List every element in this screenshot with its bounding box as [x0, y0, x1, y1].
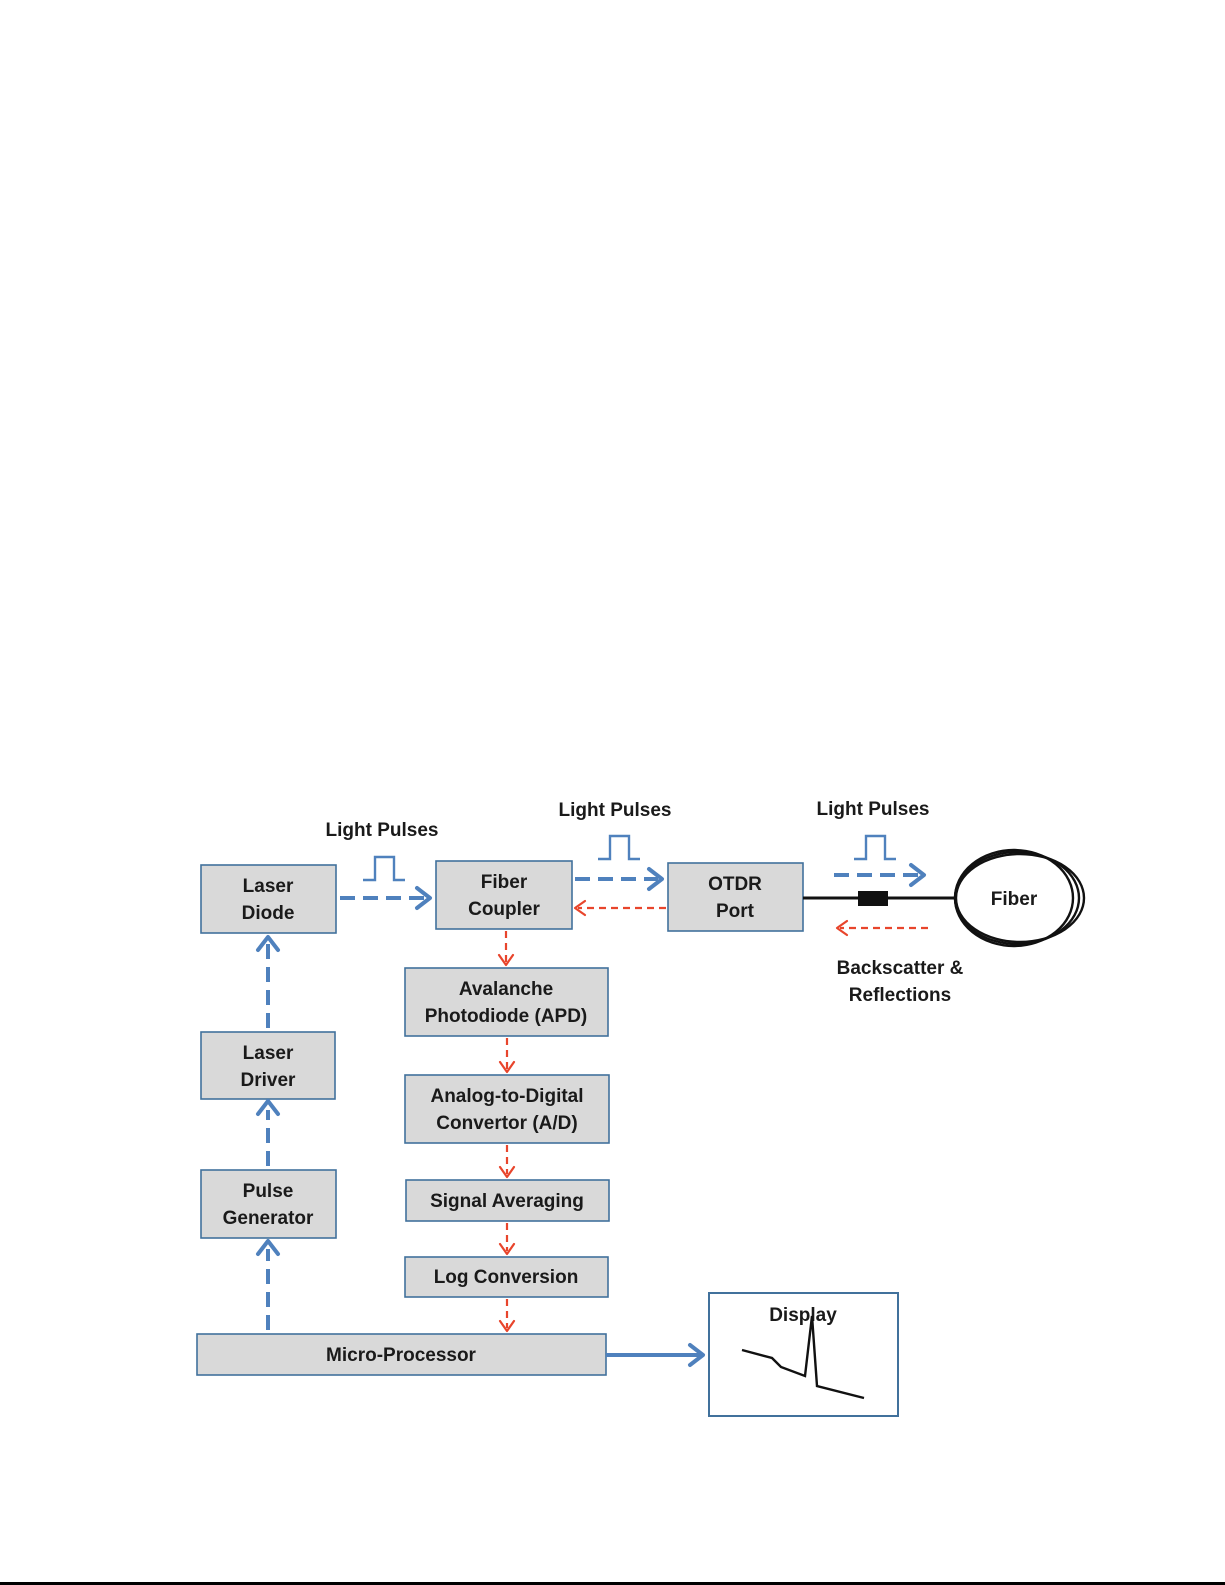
arrow-port-to-coupler	[575, 901, 666, 915]
pulse-generator-block: Pulse Generator	[201, 1170, 336, 1238]
laser-driver-block: Laser Driver	[201, 1032, 335, 1099]
laser-diode-label-line1: Laser	[243, 876, 294, 897]
laser-diode-block: Laser Diode	[201, 865, 336, 933]
fiber-coupler-label-line2: Coupler	[468, 899, 540, 920]
fiber-coupler-block: Fiber Coupler	[436, 861, 572, 929]
pulse-icon-3	[854, 836, 896, 859]
light-pulses-label-2: Light Pulses	[559, 800, 672, 821]
arrow-driver-to-laser	[258, 937, 278, 1028]
arrow-processor-to-display	[606, 1345, 703, 1365]
backscatter-label-line2: Reflections	[849, 985, 951, 1006]
arrow-port-to-fiber	[834, 865, 924, 885]
light-pulses-label-1: Light Pulses	[326, 820, 439, 841]
arrow-coupler-to-apd	[499, 931, 513, 965]
arrow-processor-to-pulsegen	[258, 1241, 278, 1330]
pulse-icon-2	[598, 836, 640, 859]
laser-driver-label-line2: Driver	[241, 1070, 297, 1091]
backscatter-label-line1: Backscatter &	[837, 958, 964, 979]
fiber-label: Fiber	[991, 889, 1038, 910]
display-block: Display	[709, 1293, 898, 1416]
laser-diode-label-line2: Diode	[242, 903, 295, 924]
fiber-cable	[803, 891, 956, 906]
display-label: Display	[769, 1305, 837, 1326]
log-conversion-block: Log Conversion	[405, 1257, 608, 1297]
arrow-averaging-to-log	[500, 1223, 514, 1254]
log-conversion-label: Log Conversion	[434, 1267, 579, 1288]
signal-averaging-block: Signal Averaging	[406, 1180, 609, 1221]
fiber-spool: Fiber	[955, 850, 1084, 946]
arrow-laser-to-coupler	[340, 888, 430, 908]
signal-averaging-label: Signal Averaging	[430, 1191, 584, 1212]
apd-block: Avalanche Photodiode (APD)	[405, 968, 608, 1036]
connector-icon	[858, 891, 888, 906]
otdr-port-block: OTDR Port	[668, 863, 803, 931]
micro-processor-label: Micro-Processor	[326, 1345, 477, 1366]
apd-label-line2: Photodiode (APD)	[425, 1006, 588, 1027]
adc-label-line2: Convertor (A/D)	[436, 1113, 577, 1134]
otdr-port-label-line1: OTDR	[708, 874, 762, 895]
arrow-pulsegen-to-driver	[258, 1101, 278, 1166]
light-pulses-label-3: Light Pulses	[817, 799, 930, 820]
arrow-backscatter-to-port	[837, 921, 928, 935]
arrow-adc-to-averaging	[500, 1145, 514, 1177]
arrow-apd-to-adc	[500, 1038, 514, 1072]
adc-label-line1: Analog-to-Digital	[430, 1086, 583, 1107]
fiber-coupler-label-line1: Fiber	[481, 872, 528, 893]
apd-label-line1: Avalanche	[459, 979, 553, 1000]
otdr-port-label-line2: Port	[716, 901, 755, 922]
laser-driver-label-line1: Laser	[243, 1043, 294, 1064]
adc-block: Analog-to-Digital Convertor (A/D)	[405, 1075, 609, 1143]
micro-processor-block: Micro-Processor	[197, 1334, 606, 1375]
pulse-generator-label-line2: Generator	[223, 1208, 314, 1229]
pulse-generator-label-line1: Pulse	[243, 1181, 294, 1202]
arrow-coupler-to-port	[575, 869, 662, 889]
pulse-icon-1	[363, 857, 405, 880]
arrow-log-to-processor	[500, 1299, 514, 1331]
